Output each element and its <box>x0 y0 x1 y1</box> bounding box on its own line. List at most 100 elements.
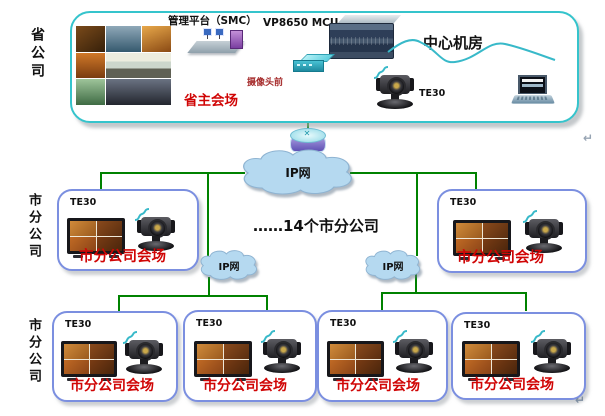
tv-screen <box>456 223 508 253</box>
branch-venue-label: 市分公司会场 <box>457 250 544 266</box>
camera-neck <box>410 358 418 364</box>
te30-camera-icon <box>133 208 179 253</box>
network-line <box>381 292 527 294</box>
branch-venue-label: 市分公司会场 <box>336 378 420 394</box>
ip-cloud-left: IP网 <box>196 248 262 282</box>
camera-base <box>396 363 432 373</box>
tv-screen <box>465 344 517 374</box>
camera-ear <box>556 222 563 235</box>
tv-screen-cell <box>197 359 223 374</box>
camera-base <box>377 99 413 109</box>
te30-camera-icon <box>529 330 575 375</box>
mcu-model-label: VP8650 MCU <box>263 17 339 29</box>
tv-screen <box>330 344 381 374</box>
switch-front-face <box>293 60 324 72</box>
tv-frame <box>327 341 384 377</box>
camera-neck <box>391 94 399 100</box>
tv-foot <box>236 378 246 381</box>
province-main-venue-label: 省主会场 <box>184 93 238 109</box>
router-top <box>290 128 326 143</box>
tv-frame <box>67 218 125 254</box>
te30-label: TE30 <box>450 197 477 208</box>
te30-camera-icon <box>521 210 567 255</box>
branch-box-mid-left: TE30 市分公司会场 <box>57 189 199 271</box>
tv-screen-cell <box>330 359 355 374</box>
te30-camera-icon <box>121 331 167 376</box>
te30-label: TE30 <box>330 318 357 329</box>
central-room-label: 中心机房 <box>423 34 484 52</box>
cable-squiggle-icon <box>387 39 556 64</box>
tv-screen-cell <box>89 344 114 359</box>
venue-photos-collage <box>76 26 171 105</box>
te30-label: TE30 <box>196 318 223 329</box>
tv-monitor-icon <box>453 220 511 262</box>
signal-squiggle-icon <box>260 330 276 343</box>
management-platform-label: 管理平台（SMC） <box>168 15 257 27</box>
network-line <box>266 297 268 311</box>
tv-foot <box>468 378 478 381</box>
tv-foot <box>67 378 77 381</box>
camera-neck <box>140 359 148 365</box>
tv-screen-cell <box>465 344 491 359</box>
tv-screen-cell <box>356 344 381 359</box>
branch-venue-label: 市分公司会场 <box>70 378 154 394</box>
ip-cloud-main: IP网 <box>234 146 362 198</box>
province-company-label: 省公司 <box>29 27 45 81</box>
tv-screen <box>70 221 122 251</box>
collage-photo <box>76 79 106 105</box>
network-line <box>350 172 477 174</box>
smc-platform-icon <box>187 28 246 55</box>
branch-box-2: TE30 市分公司会场 <box>183 310 317 402</box>
ip-cloud-right: IP网 <box>361 248 425 282</box>
router-arrows: ✕ <box>303 129 311 138</box>
mcu-front-face <box>329 23 394 59</box>
tv-foot <box>200 378 210 381</box>
mcu-vents <box>331 37 389 45</box>
te30-camera-icon <box>372 66 418 111</box>
ip-cloud-main-label: IP网 <box>285 166 311 180</box>
collage-photo <box>106 26 141 52</box>
camera-base <box>526 243 562 253</box>
branch-venue-label: 市分公司会场 <box>203 378 287 394</box>
tv-foot <box>333 378 343 381</box>
te30-label: TE30 <box>464 320 491 331</box>
laptop-icon <box>511 75 555 105</box>
tv-screen-cell <box>197 344 223 359</box>
branch-box-3: TE30 市分公司会场 <box>317 310 448 402</box>
tv-monitor-icon <box>462 341 520 383</box>
tv-screen <box>64 344 114 374</box>
tv-screen-cell <box>64 344 89 359</box>
tv-frame <box>453 220 511 256</box>
tv-frame <box>194 341 252 377</box>
tv-screen-cell <box>96 236 122 251</box>
camera-front-label: 摄像头前 <box>247 78 284 88</box>
collage-photo <box>76 26 106 52</box>
tv-foot <box>368 378 378 381</box>
te30-label: TE30 <box>65 319 92 330</box>
camera-ear <box>376 78 383 91</box>
tv-monitor-icon <box>61 341 117 383</box>
network-line <box>118 295 268 297</box>
camera-neck <box>548 358 556 364</box>
tv-foot <box>73 255 83 258</box>
branch-venue-label: 市分公司会场 <box>470 377 554 393</box>
camera-ear <box>263 342 270 355</box>
ip-cloud-right-label: IP网 <box>382 262 404 273</box>
camera-ear <box>137 220 144 233</box>
tv-foot <box>459 257 469 260</box>
network-line <box>525 294 527 311</box>
tv-foot <box>495 257 505 260</box>
signal-squiggle-icon <box>522 210 538 223</box>
tv-screen-cell <box>223 344 249 359</box>
camera-base <box>138 241 174 251</box>
tv-frame <box>61 341 117 377</box>
tv-screen-cell <box>64 359 89 374</box>
branch-box-1: TE30 市分公司会场 <box>52 311 178 402</box>
router-icon: ✕ <box>290 128 326 152</box>
signal-squiggle-icon <box>373 66 389 79</box>
city-branch-label-bottom: 市分公司 <box>26 318 41 386</box>
network-line <box>118 297 120 311</box>
camera-base <box>126 364 162 374</box>
cloud-shape <box>243 149 352 195</box>
